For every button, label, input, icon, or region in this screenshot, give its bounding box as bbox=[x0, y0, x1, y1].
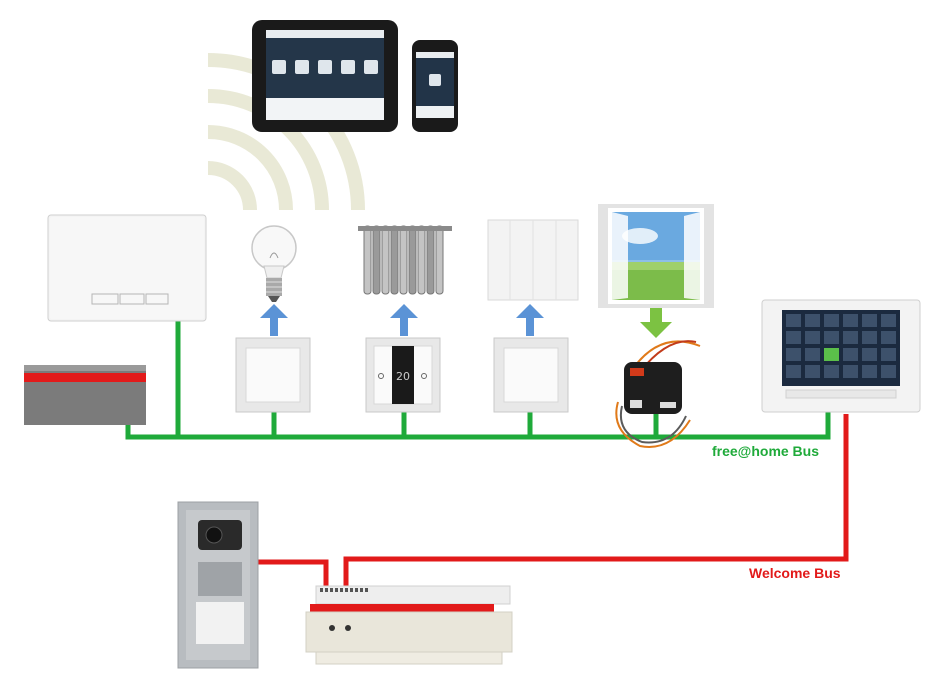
tablet-screen bbox=[266, 30, 384, 120]
terminal-screw bbox=[325, 588, 328, 592]
blind-icon bbox=[487, 219, 579, 301]
tablet-tile-fan-icon bbox=[295, 60, 309, 74]
touch-panel-tile bbox=[881, 331, 896, 344]
radiator-fin bbox=[408, 225, 417, 295]
free-home-bus-line bbox=[125, 319, 831, 440]
touch-panel-tile bbox=[881, 314, 896, 327]
smartphone-footer bbox=[416, 106, 454, 118]
smartphone-header-bar bbox=[416, 52, 454, 58]
touch-panel-tile bbox=[824, 348, 839, 361]
light-bulb-icon bbox=[251, 225, 297, 302]
touch-panel-tile bbox=[862, 314, 877, 327]
door-station-icon bbox=[177, 501, 259, 669]
tablet-tile-row bbox=[272, 60, 378, 80]
tablet-tile-bulb-icon bbox=[341, 60, 355, 74]
touch-panel-tile bbox=[881, 365, 896, 378]
tablet-tile-more-icon bbox=[364, 60, 378, 74]
touch-panel-tile bbox=[805, 348, 820, 361]
touch-panel-icon bbox=[761, 299, 921, 413]
blue-arrows bbox=[260, 304, 544, 336]
tablet-tile-image-icon bbox=[318, 60, 332, 74]
terminal-screw bbox=[335, 588, 338, 592]
room-thermostat: 20 bbox=[365, 337, 441, 413]
push-button-switch-1 bbox=[235, 337, 311, 413]
radiator-fin bbox=[435, 225, 444, 295]
radiator-icon bbox=[358, 225, 452, 295]
radiator-fin bbox=[417, 225, 426, 295]
terminal-screw bbox=[320, 588, 323, 592]
touch-panel-tile bbox=[786, 348, 801, 361]
window-icon bbox=[598, 204, 714, 308]
touch-panel-tile bbox=[881, 348, 896, 361]
radiator-fin bbox=[390, 225, 399, 295]
smartphone-icon bbox=[412, 40, 458, 132]
touch-panel-tile bbox=[824, 314, 839, 327]
touch-panel-tile bbox=[862, 348, 877, 361]
green-bus-main bbox=[125, 409, 831, 440]
arrow-up-bulb bbox=[260, 304, 288, 336]
touch-panel-tile bbox=[805, 365, 820, 378]
arrow-up-radiator bbox=[390, 304, 418, 336]
smartphone-screen bbox=[416, 52, 454, 118]
system-access-point-icon bbox=[47, 214, 207, 322]
terminal-screw bbox=[330, 588, 333, 592]
tablet-icon bbox=[252, 20, 398, 132]
terminal-screw bbox=[340, 588, 343, 592]
welcome-bus-line bbox=[258, 414, 849, 590]
tablet-header-bar bbox=[266, 30, 384, 38]
touch-panel-tile bbox=[843, 365, 858, 378]
touch-panel-tile bbox=[824, 365, 839, 378]
radiator-fin bbox=[372, 225, 381, 295]
tablet-tile-home-icon bbox=[272, 60, 286, 74]
arrow-up-blind bbox=[516, 304, 544, 336]
touch-panel-tile bbox=[786, 314, 801, 327]
touch-panel-tile bbox=[843, 348, 858, 361]
terminal-screw bbox=[350, 588, 353, 592]
radiator-fin bbox=[399, 225, 408, 295]
red-bus-door bbox=[258, 559, 329, 590]
welcome-system-controller bbox=[305, 585, 513, 665]
window-sensor-actuator bbox=[615, 340, 701, 448]
touch-panel-tile bbox=[805, 331, 820, 344]
terminal-screw bbox=[360, 588, 363, 592]
terminal-screw bbox=[355, 588, 358, 592]
free-home-bus-label: free@home Bus bbox=[712, 443, 820, 459]
touch-panel-tile bbox=[843, 331, 858, 344]
terminal-screw bbox=[365, 588, 368, 592]
touch-panel-tile bbox=[786, 365, 801, 378]
welcome-bus-label: Welcome Bus bbox=[749, 565, 841, 581]
radiator-pipe bbox=[358, 226, 452, 231]
touch-panel-tile bbox=[843, 314, 858, 327]
radiator-fin bbox=[426, 225, 435, 295]
touch-panel-tile bbox=[862, 331, 877, 344]
smartphone-app-icon bbox=[429, 74, 441, 86]
touch-panel-tile bbox=[824, 331, 839, 344]
push-button-switch-2 bbox=[493, 337, 569, 413]
terminal-screw bbox=[345, 588, 348, 592]
arrow-down-window bbox=[640, 308, 672, 338]
svg-text:20: 20 bbox=[396, 370, 410, 383]
gateway-device bbox=[24, 365, 146, 425]
tablet-footer bbox=[266, 98, 384, 120]
touch-panel-tile bbox=[862, 365, 877, 378]
radiator-fin bbox=[381, 225, 390, 295]
touch-panel-tile bbox=[786, 331, 801, 344]
red-bus-main bbox=[343, 414, 849, 590]
radiator-fin bbox=[363, 225, 372, 295]
touch-panel-tile bbox=[805, 314, 820, 327]
